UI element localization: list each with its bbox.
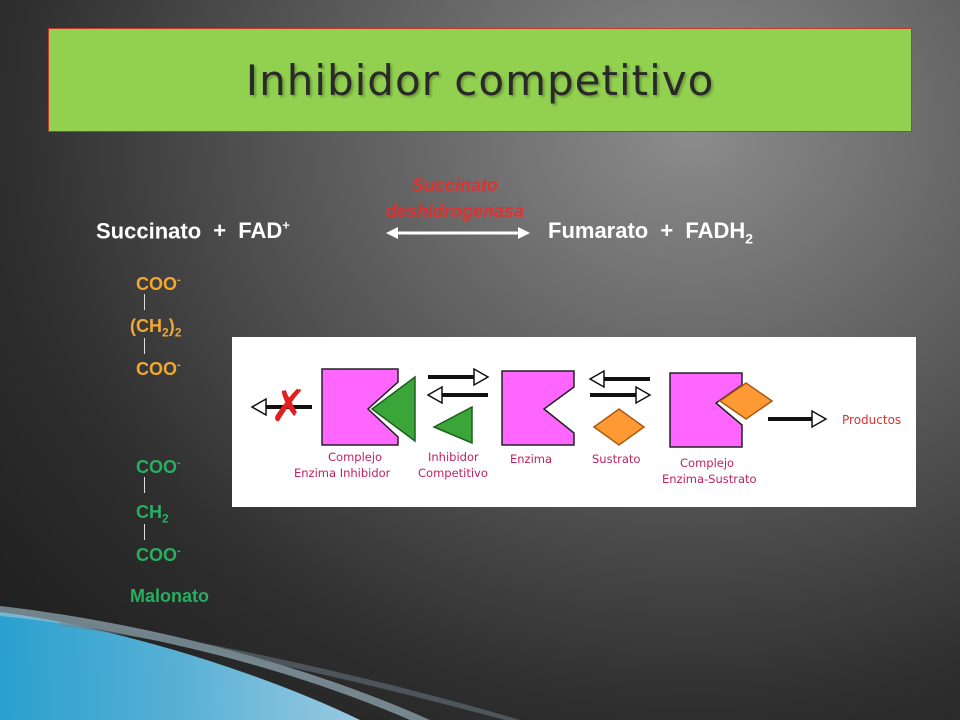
reaction-right-side: Fumarato + FADH2 <box>548 218 753 246</box>
enzyme-name-line2: deshidrogenasa <box>385 201 525 221</box>
malonate-bond-1 <box>144 477 145 493</box>
malonate-bond-2 <box>144 524 145 540</box>
label-complejo-inhibidor-2: Enzima Inhibidor <box>294 466 391 480</box>
product-arrow-icon <box>768 409 828 429</box>
title-banner: Inhibidor competitivo <box>48 28 912 132</box>
slide-title: Inhibidor competitivo <box>245 55 715 105</box>
blocked-arrow-icon <box>250 397 312 417</box>
malonate-ch2-group: CH2 <box>136 502 169 526</box>
plus-sign-right: + <box>660 218 674 243</box>
enzyme-name: Succinato deshidrogenasa <box>350 172 560 224</box>
reaction-left-side: Succinato + FAD+ <box>96 218 290 244</box>
reversible-arrow-icon <box>386 227 530 239</box>
enzyme-shape <box>501 370 575 446</box>
enzyme-inhibitor-complex-enzyme <box>321 368 399 446</box>
malonate-coo-top: COO- <box>136 457 181 477</box>
plus-sign: + <box>213 218 227 244</box>
equilibrium-arrows-icon-1 <box>426 367 490 405</box>
label-complejo-sustrato-2: Enzima-Sustrato <box>662 472 757 486</box>
fadh2-term: FADH2 <box>685 218 754 247</box>
label-productos: Productos <box>842 413 901 427</box>
enzyme-name-line1: Succinato <box>411 175 499 195</box>
enzyme-inhibitor-complex-inhibitor <box>370 375 416 443</box>
label-enzima: Enzima <box>510 452 552 466</box>
malonate-coo-bottom: COO- <box>136 545 181 565</box>
succinate-bond-2 <box>144 338 145 354</box>
x-mark-icon: ✗ <box>270 381 307 432</box>
inhibition-diagram: ✗ Complejo Enzima Inhibidor Inhibidor Co… <box>232 337 916 507</box>
succinate-coo-top: COO- <box>136 274 181 294</box>
label-inhibidor-2: Competitivo <box>418 466 488 480</box>
enzyme-substrate-complex-substrate <box>718 382 774 420</box>
succinate-bond-1 <box>144 294 145 310</box>
inhibition-diagram-svg: ✗ Complejo Enzima Inhibidor Inhibidor Co… <box>250 367 901 486</box>
label-sustrato: Sustrato <box>592 452 640 466</box>
succinate-coo-bottom: COO- <box>136 359 181 379</box>
equilibrium-arrows-icon-2 <box>588 369 652 405</box>
fumarato-term: Fumarato <box>548 218 649 243</box>
label-complejo-sustrato-1: Complejo <box>680 456 734 470</box>
inhibitor-shape <box>432 405 473 445</box>
enzyme-substrate-complex-enzyme <box>669 372 743 448</box>
succinate-ch2-group: (CH2)2 <box>130 316 182 340</box>
label-complejo-inhibidor-1: Complejo <box>328 450 382 464</box>
malonate-name: Malonato <box>130 586 209 606</box>
substrate-shape <box>592 408 646 446</box>
succinato-term: Succinato <box>96 218 202 244</box>
fad-term: FAD+ <box>238 218 290 244</box>
label-inhibidor-1: Inhibidor <box>428 450 479 464</box>
